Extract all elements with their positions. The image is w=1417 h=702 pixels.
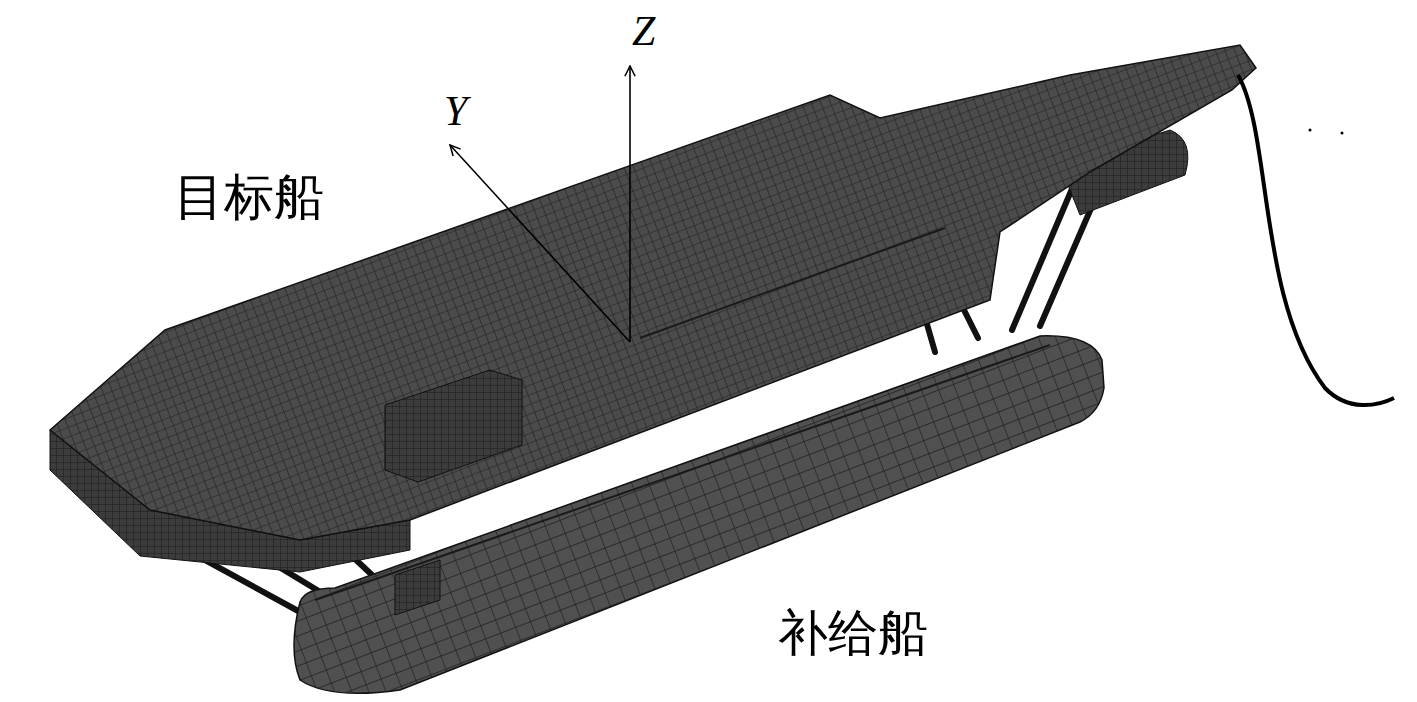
deck-groove — [640, 228, 945, 338]
hull-block — [395, 560, 440, 615]
opening — [850, 358, 905, 390]
ship-label: 补给船 — [778, 606, 928, 661]
axis-label: Z — [632, 8, 655, 54]
deck-island — [385, 370, 522, 482]
y-axis — [450, 145, 630, 342]
opening — [618, 452, 648, 468]
dot — [1309, 129, 1312, 132]
target-ship-deck — [50, 45, 1256, 540]
ship-label: 目标船 — [174, 170, 324, 225]
supply-ship-hull — [294, 336, 1104, 693]
z-axis — [629, 66, 631, 342]
axis-label: Y — [444, 88, 467, 134]
dot — [1341, 132, 1344, 135]
hull-edge — [315, 345, 1050, 600]
mooring-cable — [1238, 75, 1394, 405]
